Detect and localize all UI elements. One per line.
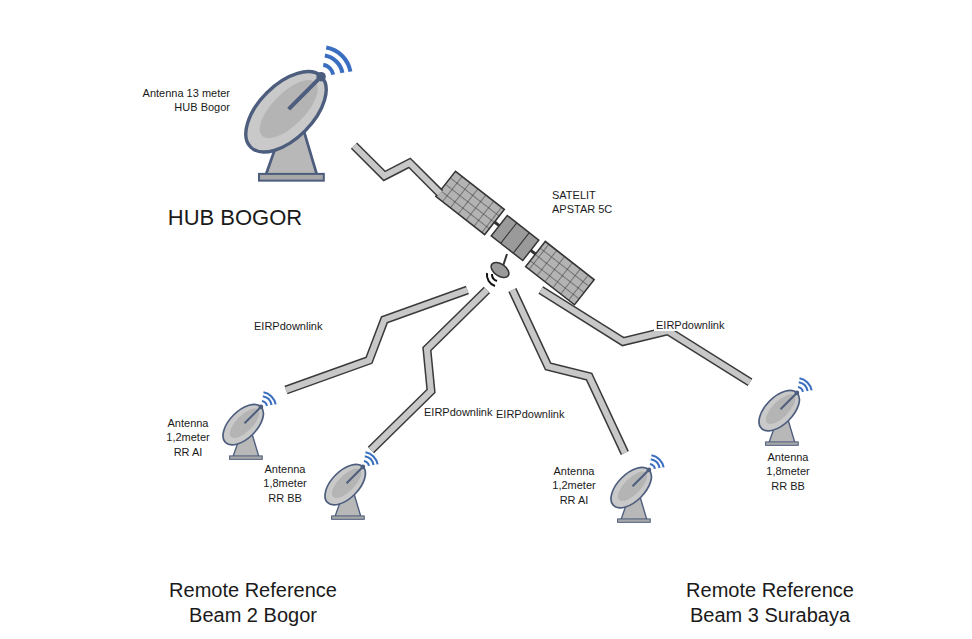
edge-label: EIRPdownlink [422, 406, 494, 418]
edge-label: EIRPdownlink [252, 320, 324, 332]
station-box: Antenna 13 meter HUB Bogor [134, 28, 354, 203]
signal-bolt [354, 146, 440, 194]
edge-label-holder: EIRPdownlink [422, 402, 494, 420]
antenna-label: Antenna 13 meter HUB Bogor [138, 86, 230, 115]
station-box: Antenna 1,8meter RR BB [750, 376, 826, 496]
hub-dish [232, 48, 351, 181]
region-ellipse: Remote Reference Beam 2 Bogor Antenna 1,2… [2, 362, 495, 639]
edge-label: EIRPdownlink [494, 408, 566, 420]
edge-label: EIRPdownlink [654, 319, 726, 331]
edge-label-holder: EIRPdownlink [494, 404, 566, 422]
station-box: SATELIT APSTAR 5C [440, 170, 617, 290]
region-title: Remote Reference Beam 3 Surabaya [660, 578, 880, 628]
remote-dish [604, 455, 664, 522]
edge-label-holder: EIRPdownlink [654, 315, 726, 333]
station-box: Antenna 1,8meter RR BB [253, 450, 389, 525]
antenna-label: Antenna 1,8meter RR BB [758, 450, 818, 493]
station-box: Antenna 1,2meter RR AI [543, 453, 675, 528]
antenna-label: SATELIT APSTAR 5C [552, 188, 614, 217]
station-box: Antenna 1,2meter RR AI [158, 388, 286, 463]
edge-label-holder: EIRPdownlink [252, 316, 324, 334]
signal-bolt [541, 290, 750, 382]
satellite-dish [487, 254, 512, 286]
antenna-label: Antenna 1,8meter RR BB [257, 462, 313, 505]
signal-bolt [512, 290, 624, 453]
remote-dish [752, 378, 812, 445]
remote-dish [318, 452, 378, 519]
region-title: Remote Reference Beam 2 Bogor [143, 578, 363, 628]
remote-dish [216, 392, 276, 459]
signal-bolt [371, 290, 487, 450]
antenna-label: Antenna 1,2meter RR AI [546, 464, 602, 507]
region-title: HUB BOGOR [135, 204, 335, 232]
antenna-label: Antenna 1,2meter RR AI [160, 416, 216, 459]
region-ellipse: HUB BOGOR Antenna 13 meter HUB Bogor [35, 3, 400, 248]
